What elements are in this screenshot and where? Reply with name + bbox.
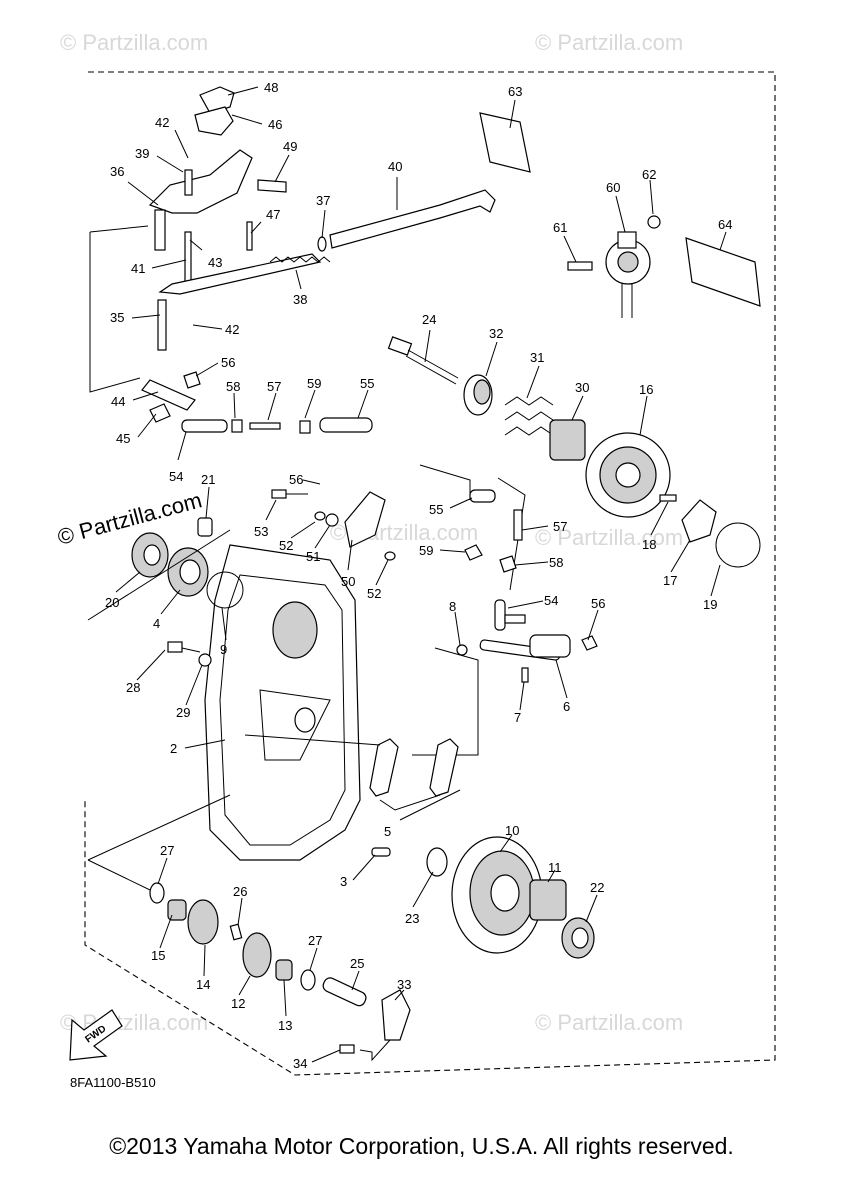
callout-36: 36 (110, 164, 124, 179)
callout-44: 44 (111, 394, 125, 409)
drive-gears (87, 789, 595, 959)
callout-21: 21 (201, 472, 215, 487)
callout-38: 38 (293, 292, 307, 307)
callout-10: 10 (505, 823, 519, 838)
right-linkage (412, 464, 598, 756)
callout-42: 42 (155, 115, 169, 130)
callout-43: 43 (208, 255, 222, 270)
callout-12: 12 (231, 996, 245, 1011)
callout-56c: 56 (591, 596, 605, 611)
callout-29: 29 (176, 705, 190, 720)
fwd-arrow: FWD (69, 1009, 123, 1061)
main-watermark: © Partzilla.com (55, 487, 205, 550)
chaincase (204, 544, 361, 861)
callout-45: 45 (116, 431, 130, 446)
leader-lines (115, 86, 727, 1063)
callout-40: 40 (388, 159, 402, 174)
callout-11: 11 (548, 860, 562, 875)
callout-54: 54 (169, 469, 183, 484)
callout-35: 35 (110, 310, 124, 325)
callout-34: 34 (293, 1056, 307, 1071)
callout-27b: 27 (308, 933, 322, 948)
idler-arms (244, 734, 459, 857)
callout-2: 2 (170, 741, 177, 756)
callout-26: 26 (233, 884, 247, 899)
callout-6: 6 (563, 699, 570, 714)
callout-49: 49 (283, 139, 297, 154)
callout-20: 20 (105, 595, 119, 610)
callout-41: 41 (131, 261, 145, 276)
callout-59b: 59 (419, 543, 433, 558)
sensor-assembly (567, 215, 661, 318)
callout-14: 14 (196, 977, 210, 992)
callout-53: 53 (254, 524, 268, 539)
diagram-code: 8FA1100-B510 (70, 1075, 156, 1090)
shift-rod-assembly (269, 189, 496, 263)
callout-19: 19 (703, 597, 717, 612)
copyright-notice: ©2013 Yamaha Motor Corporation, U.S.A. A… (109, 1133, 734, 1159)
callout-52: 52 (279, 538, 293, 553)
callout-22: 22 (590, 880, 604, 895)
callout-4: 4 (153, 616, 160, 631)
lower-shaft-parts (149, 882, 411, 1062)
left-bearings (87, 489, 396, 667)
callout-48: 48 (264, 80, 278, 95)
label-sheets (479, 112, 761, 307)
callout-numbers: 48 46 42 39 49 36 47 43 41 35 42 37 40 3… (105, 80, 732, 1071)
callout-57: 57 (267, 379, 281, 394)
callout-46: 46 (268, 117, 282, 132)
callout-37: 37 (316, 193, 330, 208)
callout-30: 30 (575, 380, 589, 395)
callout-7: 7 (514, 710, 521, 725)
assembly-boundary (84, 71, 776, 1076)
callout-24: 24 (422, 312, 436, 327)
callout-8: 8 (449, 599, 456, 614)
callout-59: 59 (307, 376, 321, 391)
watermark: © Partzilla.com (535, 525, 683, 550)
callout-32: 32 (489, 326, 503, 341)
callout-56: 56 (221, 355, 235, 370)
callout-61: 61 (553, 220, 567, 235)
callout-55: 55 (360, 376, 374, 391)
callout-31: 31 (530, 350, 544, 365)
callout-42b: 42 (225, 322, 239, 337)
callout-51: 51 (306, 549, 320, 564)
callout-33: 33 (397, 977, 411, 992)
watermark: © Partzilla.com (60, 30, 208, 55)
callout-17: 17 (663, 573, 677, 588)
callout-9: 9 (220, 642, 227, 657)
callout-13: 13 (278, 1018, 292, 1033)
callout-15: 15 (151, 948, 165, 963)
callout-63: 63 (508, 84, 522, 99)
callout-57b: 57 (553, 519, 567, 534)
watermark: © Partzilla.com (535, 1010, 683, 1035)
callout-64: 64 (718, 217, 732, 232)
callout-58b: 58 (549, 555, 563, 570)
callout-25: 25 (350, 956, 364, 971)
callout-23: 23 (405, 911, 419, 926)
callout-50: 50 (341, 574, 355, 589)
callout-62: 62 (642, 167, 656, 182)
callout-3: 3 (340, 874, 347, 889)
callout-47: 47 (266, 207, 280, 222)
callout-18: 18 (642, 537, 656, 552)
callout-52b: 52 (367, 586, 381, 601)
secondary-shaft-parts (387, 336, 761, 568)
watermark: © Partzilla.com (535, 30, 683, 55)
callout-56b: 56 (289, 472, 303, 487)
callout-60: 60 (606, 180, 620, 195)
callout-58: 58 (226, 379, 240, 394)
callout-54b: 54 (544, 593, 558, 608)
callout-27: 27 (160, 843, 174, 858)
callout-5: 5 (384, 824, 391, 839)
callout-39: 39 (135, 146, 149, 161)
callout-55b: 55 (429, 502, 443, 517)
callout-28: 28 (126, 680, 140, 695)
callout-16: 16 (639, 382, 653, 397)
